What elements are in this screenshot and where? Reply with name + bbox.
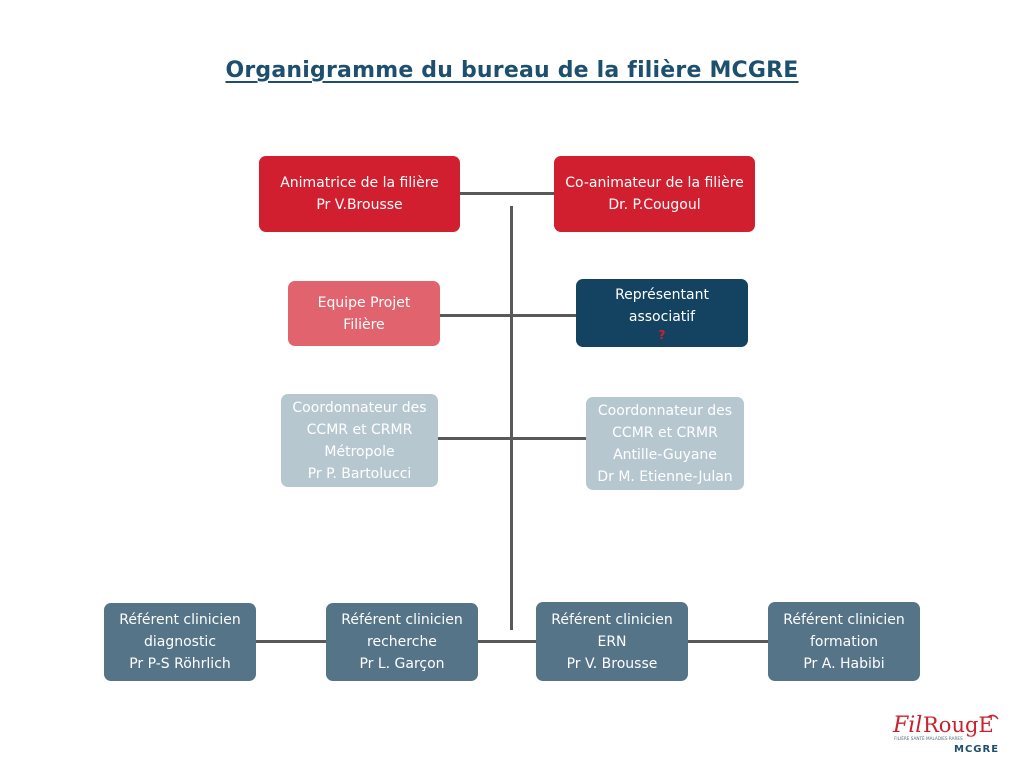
ref-formation-line1: Référent clinicien bbox=[783, 611, 905, 628]
coord-antilles-line3: Antille-Guyane bbox=[613, 446, 717, 463]
connector-row4 bbox=[255, 640, 770, 643]
coanimateur-box: Co-animateur de la filière Dr. P.Cougoul bbox=[554, 156, 755, 232]
svg-text:Fil: Fil bbox=[892, 713, 922, 738]
ref-recherche-line2: recherche bbox=[367, 634, 437, 650]
coord-antilles-line2: CCMR et CRMR bbox=[612, 424, 718, 441]
animatrice-role: Animatrice de la filière bbox=[280, 175, 439, 191]
connector-trunk bbox=[510, 206, 513, 630]
page-title: Organigramme du bureau de la filière MCG… bbox=[225, 58, 799, 83]
ref-recherche-box: Référent clinicien recherche Pr L. Garço… bbox=[326, 603, 478, 681]
coord-antilles-box: Coordonnateur des CCMR et CRMR Antille-G… bbox=[586, 397, 744, 490]
ref-formation-line2: formation bbox=[809, 633, 879, 650]
coord-antilles-name: Dr M. Etienne-Julan bbox=[597, 468, 733, 485]
representant-box: Représentant associatif ? bbox=[576, 279, 748, 347]
svg-text:FILIÈRE SANTÉ MALADIES RARES: FILIÈRE SANTÉ MALADIES RARES bbox=[894, 736, 963, 741]
coanimateur-role: Co-animateur de la filière bbox=[565, 175, 744, 191]
coord-metropole-box: Coordonnateur des CCMR et CRMR Métropole… bbox=[281, 394, 438, 487]
ref-ern-name: Pr V. Brousse bbox=[566, 655, 658, 672]
representant-line1: Représentant bbox=[615, 287, 709, 303]
svg-text:RougE: RougE bbox=[923, 713, 994, 737]
ref-diagnostic-line2: diagnostic bbox=[143, 634, 217, 650]
equipe-projet-line2: Filière bbox=[343, 316, 385, 333]
connector-row3 bbox=[437, 437, 586, 440]
coord-metropole-name: Pr P. Bartolucci bbox=[307, 465, 412, 482]
representant-unknown: ? bbox=[658, 328, 666, 342]
representant-line2: associatif bbox=[628, 309, 696, 325]
equipe-projet-line1: Equipe Projet bbox=[317, 294, 411, 311]
coord-metropole-line2: CCMR et CRMR bbox=[306, 421, 413, 438]
ref-ern-line2: ERN bbox=[597, 633, 627, 650]
coord-antilles-line1: Coordonnateur des bbox=[597, 402, 733, 419]
ref-diagnostic-box: Référent clinicien diagnostic Pr P-S Röh… bbox=[104, 603, 256, 681]
coord-metropole-line3: Métropole bbox=[324, 443, 395, 460]
ref-ern-line1: Référent clinicien bbox=[551, 611, 673, 628]
ref-formation-box: Référent clinicien formation Pr A. Habib… bbox=[768, 602, 920, 681]
ref-ern-box: Référent clinicien ERN Pr V. Brousse bbox=[536, 602, 688, 681]
ref-diagnostic-name: Pr P-S Röhrlich bbox=[129, 656, 231, 672]
ref-diagnostic-line1: Référent clinicien bbox=[119, 612, 241, 628]
ref-recherche-line1: Référent clinicien bbox=[341, 612, 463, 628]
connector-row1 bbox=[459, 192, 555, 195]
coord-metropole-line1: Coordonnateur des bbox=[292, 399, 427, 416]
equipe-projet-box: Equipe Projet Filière bbox=[288, 281, 440, 346]
ref-recherche-name: Pr L. Garçon bbox=[359, 656, 445, 672]
connector-row2 bbox=[439, 314, 577, 317]
animatrice-box: Animatrice de la filière Pr V.Brousse bbox=[259, 156, 460, 232]
filrouge-logo: Fil RougE FILIÈRE SANTÉ MALADIES RARES M… bbox=[892, 713, 999, 754]
animatrice-name: Pr V.Brousse bbox=[316, 197, 403, 213]
ref-formation-name: Pr A. Habibi bbox=[803, 655, 885, 672]
coanimateur-name: Dr. P.Cougoul bbox=[608, 197, 701, 213]
svg-text:MCGRE: MCGRE bbox=[954, 744, 999, 754]
